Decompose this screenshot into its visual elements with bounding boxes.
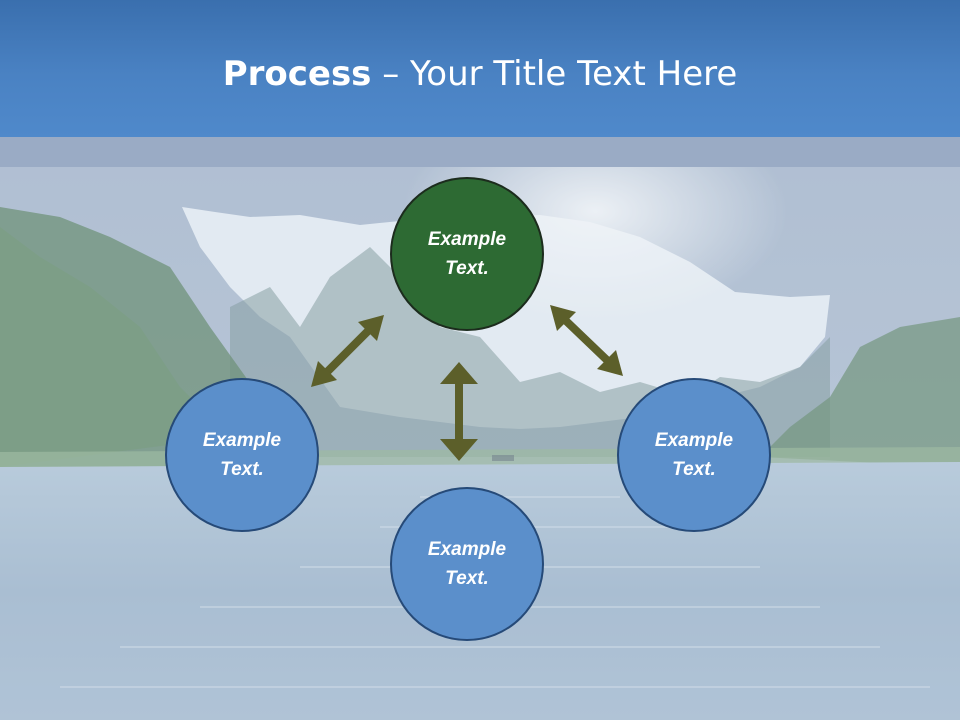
background-photo <box>0 167 960 720</box>
node-top[interactable]: Example Text. <box>390 177 544 331</box>
node-bottom[interactable]: Example Text. <box>390 487 544 641</box>
page-title: Process – Your Title Text Here <box>0 54 960 94</box>
subtitle-band <box>0 137 960 167</box>
title-rest: – Your Title Text Here <box>371 54 738 94</box>
node-right-label: Example Text. <box>654 430 734 480</box>
title-bar: Process – Your Title Text Here <box>0 0 960 137</box>
node-right[interactable]: Example Text. <box>617 378 771 532</box>
node-top-label: Example Text. <box>427 229 507 279</box>
node-left[interactable]: Example Text. <box>165 378 319 532</box>
node-left-label: Example Text. <box>202 430 282 480</box>
node-bottom-label: Example Text. <box>427 539 507 589</box>
title-strong: Process <box>222 54 372 94</box>
